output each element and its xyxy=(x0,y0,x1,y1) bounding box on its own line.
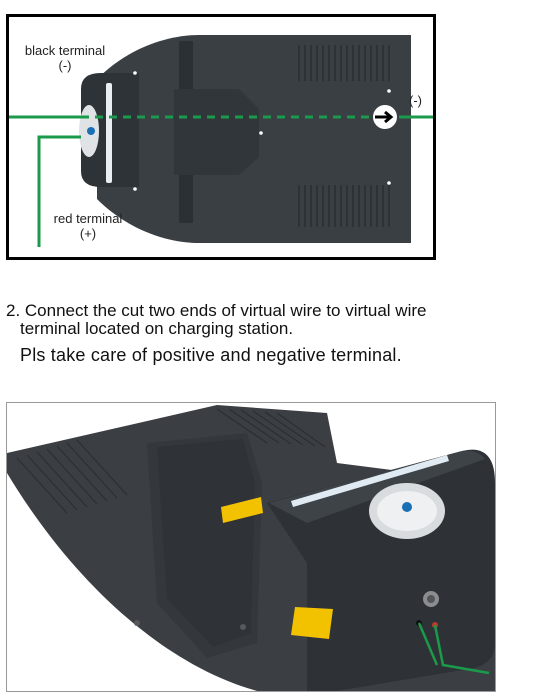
arrow-right-icon xyxy=(375,110,394,124)
charging-station-top-view xyxy=(9,35,433,247)
wire-2 xyxy=(417,622,439,666)
wire-red-terminal xyxy=(37,135,81,247)
vent-bottom xyxy=(298,185,390,227)
warning-sticker-1 xyxy=(221,497,263,523)
vent-top xyxy=(298,45,390,81)
vent-grid-left xyxy=(16,439,128,514)
step-line-1: 2. Connect the cut two ends of virtual w… xyxy=(6,301,427,320)
top-view-diagram: black terminal (-) (-) red terminal (+) xyxy=(6,14,436,260)
light-strip xyxy=(291,455,449,507)
instructions: 2. Connect the cut two ends of virtual w… xyxy=(6,301,536,365)
vent-grid-right xyxy=(216,408,326,448)
black-terminal-label: black terminal (-) xyxy=(24,43,106,73)
step-line-2: terminal located on charging station. xyxy=(20,319,294,338)
polarity-note: Pls take care of positive and negative t… xyxy=(20,345,402,365)
warning-sticker-2 xyxy=(291,607,333,639)
wire-1 xyxy=(433,624,490,675)
charging-station-photo xyxy=(7,405,495,691)
right-negative-sign: (-) xyxy=(409,93,422,108)
red-terminal-label: red terminal (+) xyxy=(53,211,123,241)
station-perspective-view xyxy=(6,402,496,692)
light-strip xyxy=(106,83,112,183)
